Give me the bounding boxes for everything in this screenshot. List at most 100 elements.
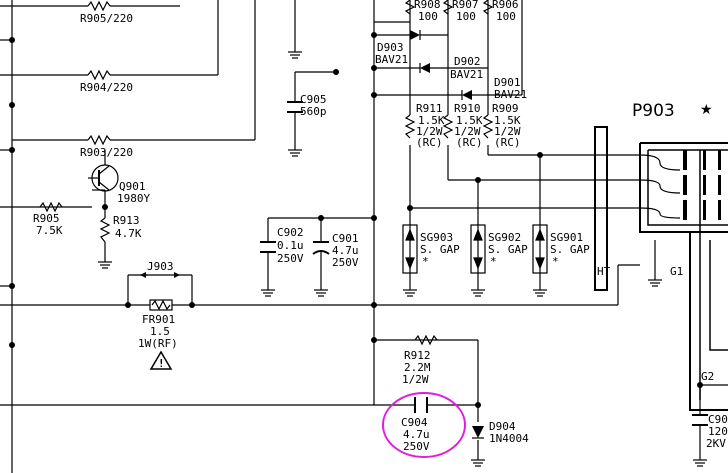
- c904-label: C904: [401, 416, 428, 429]
- j903-label: J903: [147, 260, 174, 273]
- r906-label: R906: [492, 0, 519, 11]
- r909-value: 1.5K: [494, 114, 521, 127]
- r910-zigzag: [442, 114, 454, 139]
- r911-power: 1/2W: [416, 125, 443, 138]
- d903-value: BAV21: [375, 53, 408, 66]
- c905-value: 560p: [300, 105, 327, 118]
- ground-icon: [403, 289, 417, 297]
- c901-plate-bottom: [312, 250, 330, 255]
- r912-value: 2.2M: [404, 361, 431, 374]
- ground-icon: [471, 289, 485, 297]
- d901-triangle: [462, 90, 472, 100]
- spark-gaps: [402, 224, 548, 274]
- ground-icon: [693, 459, 707, 467]
- diode-symbols: [410, 30, 484, 439]
- c905-label: C905: [300, 93, 327, 106]
- c904-value: 4.7u: [403, 428, 430, 441]
- r912-zigzag: [414, 334, 438, 346]
- warning-mark: !: [158, 357, 165, 370]
- d901-value: BAV21: [494, 88, 527, 101]
- d903-label: D903: [377, 41, 404, 54]
- r908-label: R908: [414, 0, 441, 11]
- c901-voltage: 250V: [332, 256, 359, 269]
- r912-label: R912: [404, 349, 431, 362]
- fr901-fuse-resistor: [140, 272, 180, 311]
- ground-icon: [314, 289, 328, 297]
- r908-zigzag: [404, 0, 416, 15]
- ground-icon: [288, 51, 302, 59]
- d902-value: BAV21: [450, 68, 483, 81]
- d904-triangle: [472, 426, 484, 438]
- r906-value: 100: [496, 10, 516, 23]
- r908-value: 100: [418, 10, 438, 23]
- q901-label: Q901: [119, 180, 146, 193]
- r903-zigzag: [87, 134, 111, 146]
- r904-zigzag: [87, 69, 111, 81]
- r911-type: (RC): [416, 136, 443, 149]
- sg901-body: [532, 224, 548, 274]
- r913-label: R913: [113, 214, 140, 227]
- r907-zigzag: [442, 0, 454, 15]
- r905-value: 7.5K: [36, 224, 63, 237]
- g2-label: G2: [701, 370, 714, 383]
- labels: R905/220 R904/220 R903/220 R908 100 R907…: [33, 0, 728, 453]
- r911-zigzag: [404, 114, 416, 139]
- ground-icon: [288, 149, 302, 157]
- q901-transistor: [88, 164, 119, 192]
- p903-star: ★: [700, 102, 713, 118]
- r911-value: 1.5K: [418, 114, 445, 127]
- ht-label: HT: [597, 265, 611, 278]
- ground-icon: [261, 289, 275, 297]
- r912-power: 1/2W: [402, 373, 429, 386]
- sg901-note: *: [552, 255, 559, 268]
- sg903-body: [402, 224, 418, 274]
- r913-value: 4.7K: [115, 227, 142, 240]
- r911-label: R911: [416, 102, 443, 115]
- ground-icon: [533, 289, 547, 297]
- junction-dots: [9, 32, 703, 408]
- r905-top-label: R905/220: [80, 12, 133, 25]
- d902-label: D902: [454, 55, 481, 68]
- r905-label: R905: [33, 212, 60, 225]
- ground-icon: [98, 261, 112, 269]
- sg903-label: SG903: [420, 231, 453, 244]
- r913-zigzag: [99, 217, 111, 243]
- c90x-voltage: 2KV: [706, 437, 726, 450]
- r903-label: R903/220: [80, 146, 133, 159]
- sg903-note: *: [422, 255, 429, 268]
- ground-icon: [471, 459, 485, 467]
- sg902-label: SG902: [488, 231, 521, 244]
- c901-label: C901: [332, 232, 359, 245]
- sg903-type: S. GAP: [420, 243, 460, 256]
- r910-type: (RC): [456, 136, 483, 149]
- fr901-value: 1.5: [150, 325, 170, 338]
- sg901-label: SG901: [550, 231, 583, 244]
- c902-label: C902: [277, 226, 304, 239]
- c901-value: 4.7u: [332, 244, 359, 257]
- r907-label: R907: [452, 0, 479, 11]
- r905-top-zigzag: [87, 0, 111, 12]
- r909-type: (RC): [494, 136, 521, 149]
- p903-label: P903: [632, 101, 675, 121]
- r904-label: R904/220: [80, 81, 133, 94]
- capacitor-symbols: [260, 101, 708, 426]
- r909-power: 1/2W: [494, 125, 521, 138]
- c902-voltage: 250V: [277, 252, 304, 265]
- r910-value: 1.5K: [456, 114, 483, 127]
- d904-value: 1N4004: [489, 432, 529, 445]
- d902-triangle: [420, 63, 430, 73]
- r906-zigzag: [482, 0, 494, 15]
- c904-voltage: 250V: [403, 440, 430, 453]
- c90x-value: 120: [708, 425, 728, 438]
- sg902-type: S. GAP: [488, 243, 528, 256]
- ground-icon: [648, 279, 662, 287]
- g1-label: G1: [670, 265, 683, 278]
- d904-label: D904: [489, 420, 516, 433]
- r910-power: 1/2W: [454, 125, 481, 138]
- c902-value: 0.1u: [277, 239, 304, 252]
- sg902-note: *: [490, 255, 497, 268]
- d901-label: D901: [494, 76, 521, 89]
- p903-connector: [594, 126, 728, 411]
